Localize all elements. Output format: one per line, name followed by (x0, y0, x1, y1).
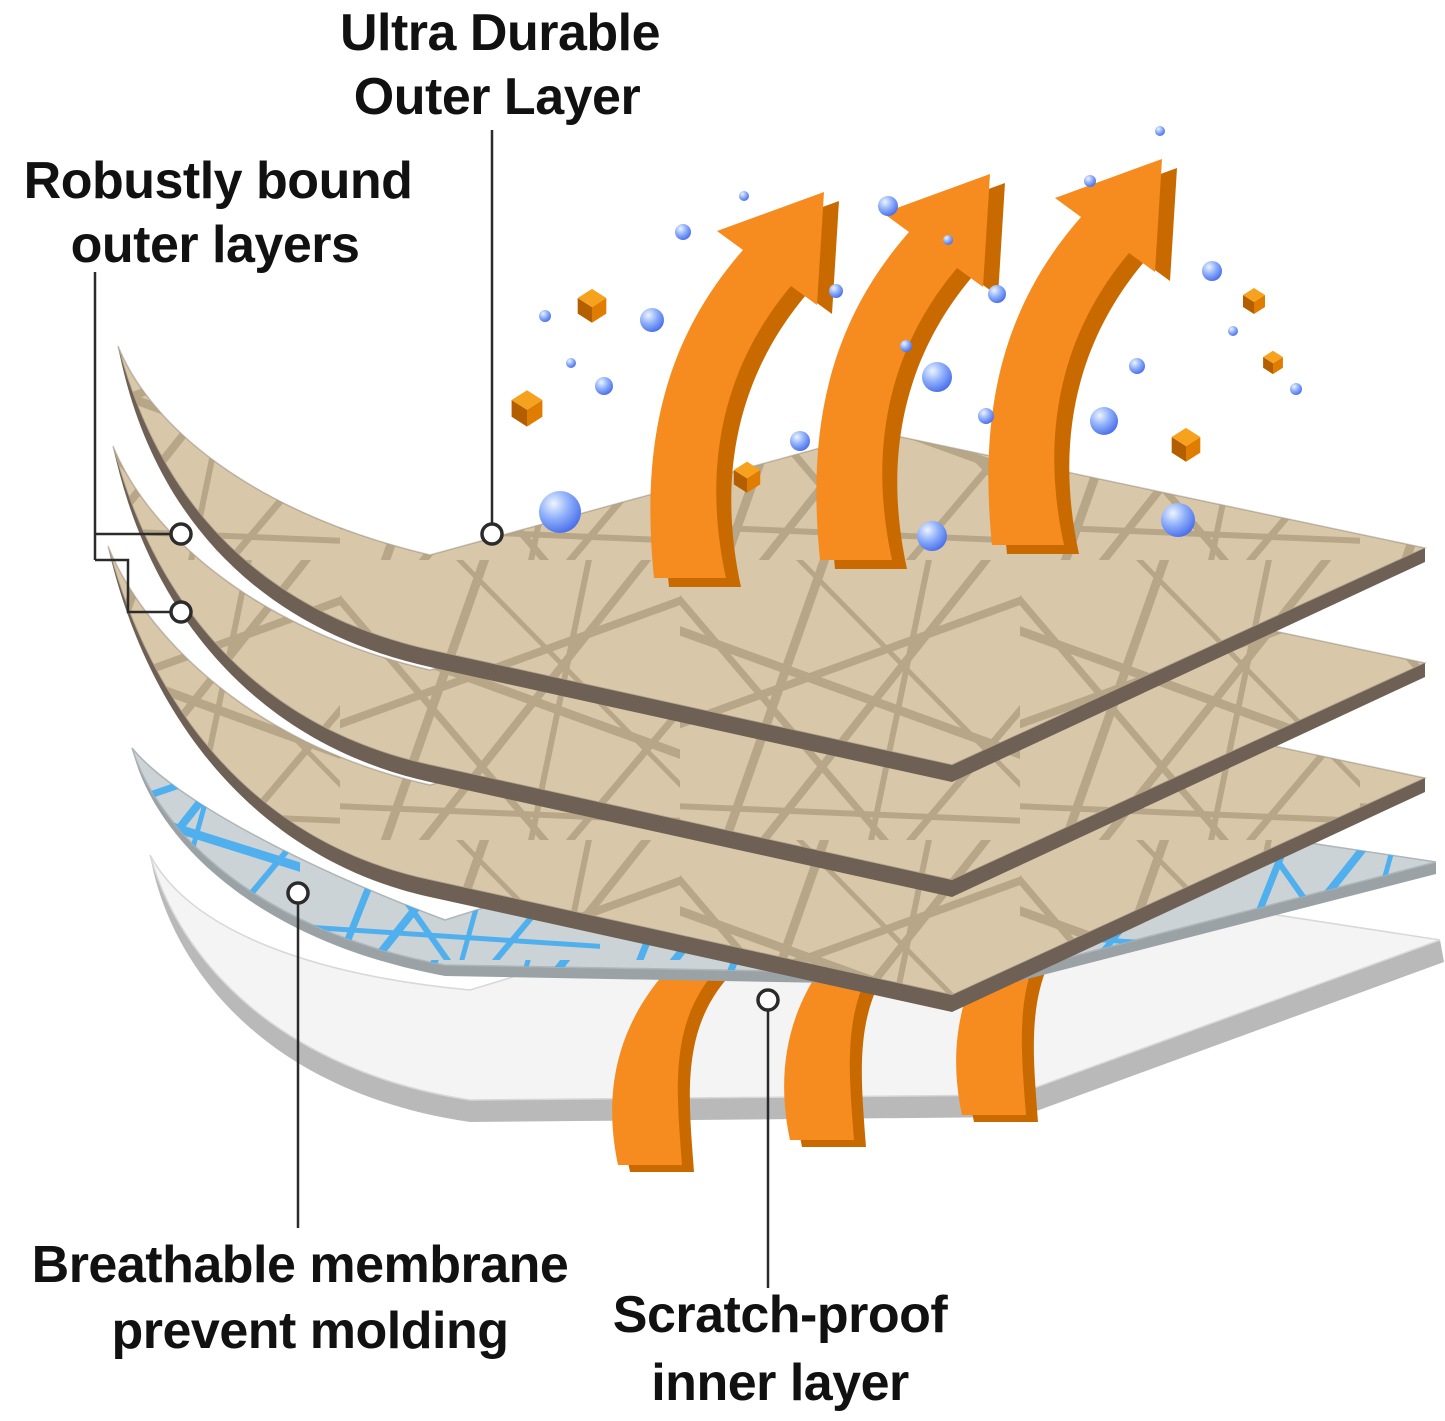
water-droplet (1290, 383, 1302, 395)
label-robustly-bound-line-2: outer layers (71, 216, 360, 274)
water-droplet (675, 224, 691, 240)
callout-breathable-membrane (286, 881, 310, 1228)
callout-marker (286, 881, 310, 905)
water-droplet (539, 310, 551, 322)
water-droplet (900, 340, 912, 352)
callout-marker (756, 988, 780, 1012)
water-droplet (1155, 126, 1165, 136)
water-droplet (1202, 261, 1222, 281)
water-droplet (790, 431, 810, 451)
callout-marker (169, 600, 193, 624)
water-droplet (566, 358, 576, 368)
debris-cube (1171, 427, 1201, 462)
water-droplet (917, 521, 947, 551)
water-droplet (640, 308, 664, 332)
debris-cube (1263, 350, 1283, 375)
callout-ultra-durable (480, 130, 504, 546)
water-droplet (739, 191, 749, 201)
label-breathable-membrane-line-1: Breathable membrane (32, 1236, 569, 1294)
water-droplet (1228, 326, 1238, 336)
water-droplet (988, 285, 1006, 303)
label-breathable-membrane-line-2: prevent molding (112, 1302, 509, 1360)
water-droplet (922, 362, 952, 392)
water-droplets (539, 126, 1302, 551)
water-droplet (878, 196, 898, 216)
fabric-fiber-texture (118, 346, 1425, 765)
water-droplet (943, 235, 953, 245)
debris-cube (1243, 288, 1265, 314)
callout-scratch-proof (756, 988, 780, 1288)
callout-marker (480, 522, 504, 546)
callout-robustly-bound (93, 272, 193, 624)
water-droplet (1084, 175, 1096, 187)
water-droplet (1129, 358, 1145, 374)
label-scratch-proof-line-2: inner layer (651, 1354, 909, 1412)
fabric-layer-edge (108, 546, 1425, 1012)
callout-line (93, 272, 170, 614)
fabric-layer-edge (113, 446, 1425, 897)
water-droplet (1161, 503, 1195, 537)
label-ultra-durable-line-2: Outer Layer (354, 68, 641, 126)
water-droplet (595, 377, 613, 395)
water-droplet (1090, 407, 1118, 435)
label-scratch-proof-line-1: Scratch-proof (613, 1286, 949, 1344)
labels: Ultra Durable Outer Layer Robustly bound… (24, 4, 949, 1412)
outer-fabric-layer-1 (117, 345, 1428, 782)
debris-cube (511, 390, 543, 427)
water-droplet (829, 284, 843, 298)
callout-marker (169, 522, 193, 546)
label-robustly-bound-line-1: Robustly bound (24, 152, 413, 210)
label-ultra-durable-line-1: Ultra Durable (340, 4, 660, 62)
debris-cube (577, 288, 607, 323)
water-droplet (539, 491, 581, 533)
water-droplet (978, 408, 994, 424)
